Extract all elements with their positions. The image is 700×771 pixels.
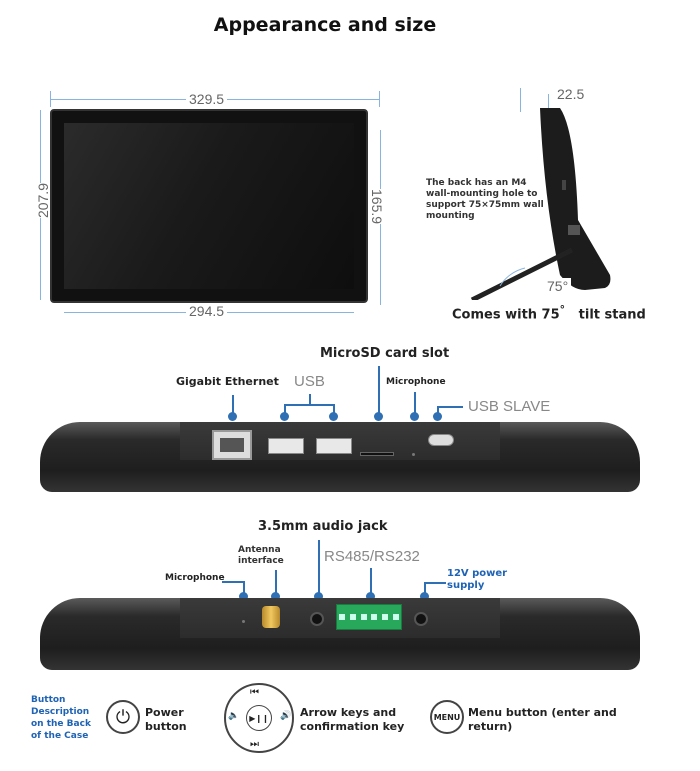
label-microphone-top: Microphone [386,377,446,387]
top-edge-chassis [40,422,640,492]
display-bezel [50,109,368,303]
menu-button-icon: MENU [430,700,464,734]
dc-power-jack [414,612,428,626]
label-audio-jack: 3.5mm audio jack [258,519,388,534]
side-profile [470,108,611,300]
menu-button-label: Menu button (enter and return) [468,706,617,733]
label-antenna: Antenna interface [238,545,284,566]
microphone-hole-bottom [242,620,245,623]
power-button-icon: ⏻ [106,700,140,734]
previous-track-icon: ⏮ [250,687,259,698]
volume-up-icon: 🔊 [280,711,292,721]
label-rs485: RS485/RS232 [324,548,420,565]
side-angle: 75° [544,278,572,294]
ethernet-port [212,430,252,460]
front-width-top: 329.5 [186,91,228,107]
label-microphone-bottom: Microphone [165,573,225,583]
label-12v-power: 12V power supply [447,568,508,591]
rs485-terminal [336,604,402,630]
label-usb: USB [294,373,325,390]
label-microsd: MicroSD card slot [320,346,450,361]
front-width-bottom: 294.5 [186,303,228,319]
label-ethernet: Gigabit Ethernet [176,375,279,388]
arrow-keys-icon: ⏮ ⏭ 🔈 🔊 ▶❙❙ [224,683,294,753]
usb-port-2 [316,438,352,454]
label-usb-slave: USB SLAVE [468,398,551,415]
play-pause-icon: ▶❙❙ [246,705,272,731]
usb-c-port [428,434,454,446]
button-section-label: Button Description on the Back of the Ca… [31,695,91,741]
microphone-hole-top [412,453,415,456]
arrow-keys-label: Arrow keys and confirmation key [300,706,405,733]
side-view: 22.5 75° The back has an M4 wall-mountin… [420,80,690,330]
side-depth: 22.5 [554,86,588,102]
volume-down-icon: 🔈 [228,711,240,721]
wall-mount-note: The back has an M4 wall-mounting hole to… [426,178,544,221]
front-height-right: 165.9 [366,189,388,225]
display-screen [64,123,354,289]
audio-jack-port [310,612,324,626]
stand-caption: Comes with 75° tilt stand [452,303,646,323]
power-button-label: Power button [145,706,187,733]
page-title: Appearance and size [213,14,437,36]
front-view: 329.5 207.9 165.9 294.5 [30,85,400,325]
antenna-connector [262,606,280,628]
next-track-icon: ⏭ [250,739,259,750]
bottom-edge-chassis [40,598,640,670]
usb-port-1 [268,438,304,454]
microsd-slot [360,452,394,456]
